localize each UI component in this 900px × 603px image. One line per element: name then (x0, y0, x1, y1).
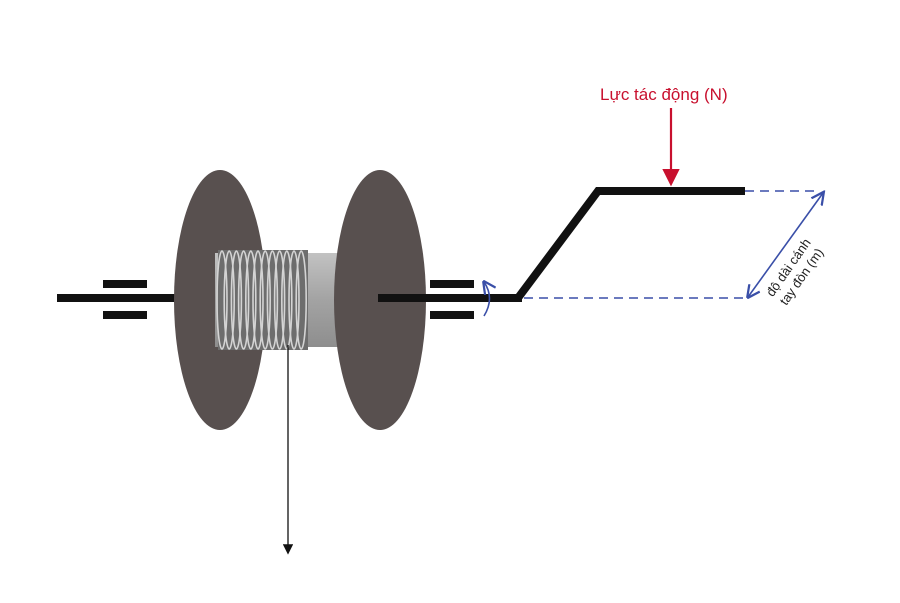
coil-turn (216, 250, 228, 350)
coil-turn (280, 250, 293, 350)
coil-turn (252, 250, 264, 350)
coil-turn (245, 250, 257, 350)
coil-turn (266, 250, 279, 350)
rotation-arrow-icon (484, 282, 490, 317)
left-bearing (103, 280, 147, 319)
coil-turn (288, 250, 300, 350)
coil-turn (295, 250, 308, 350)
arm-length-label: độ dài cánh tay đòn (m) (763, 236, 827, 308)
coil-turn (223, 250, 235, 350)
right-bearing (430, 280, 474, 319)
rope-coil (216, 250, 308, 350)
coil-turn (273, 250, 286, 350)
crank-handle (514, 187, 745, 301)
coil-turn (237, 250, 250, 350)
arm-length-arrow (748, 193, 823, 297)
coil-turn (230, 250, 243, 350)
force-label: Lực tác động (N) (600, 85, 728, 104)
coil-turn (259, 250, 272, 350)
